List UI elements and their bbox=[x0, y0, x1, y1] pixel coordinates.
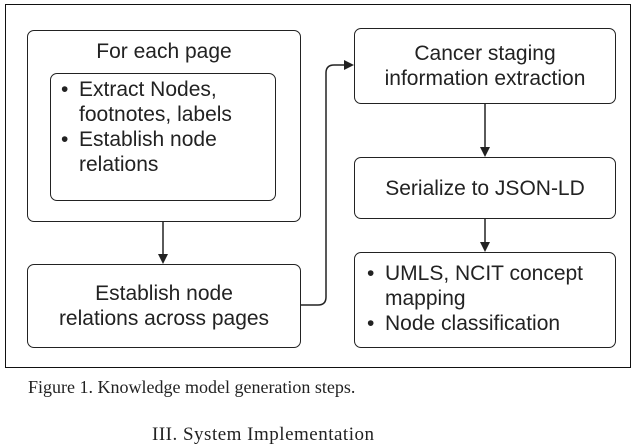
page-steps-list: Extract Nodes, footnotes, labels Establi… bbox=[61, 77, 265, 177]
serialize-label: Serialize to JSON-LD bbox=[385, 176, 585, 200]
page-steps-inner-box: Extract Nodes, footnotes, labels Establi… bbox=[50, 73, 276, 201]
cancer-staging-label: Cancer staging information extraction bbox=[384, 42, 586, 90]
page-step-item: Establish node relations bbox=[61, 127, 265, 177]
cancer-staging-box: Cancer staging information extraction bbox=[354, 28, 616, 104]
serialize-box: Serialize to JSON-LD bbox=[354, 157, 616, 219]
flow-arrows bbox=[158, 60, 490, 306]
concept-mapping-box: UMLS, NCIT concept mapping Node classifi… bbox=[354, 252, 616, 348]
mapping-steps-list: UMLS, NCIT concept mapping Node classifi… bbox=[367, 261, 605, 336]
section-heading: III. System Implementation bbox=[152, 424, 375, 445]
page-step-item: Extract Nodes, footnotes, labels bbox=[61, 77, 265, 127]
arrow-across-to-cancer bbox=[301, 60, 354, 306]
mapping-step-item: UMLS, NCIT concept mapping bbox=[367, 261, 605, 311]
figure-caption: Figure 1. Knowledge model generation ste… bbox=[28, 377, 356, 397]
diagram-frame bbox=[5, 4, 631, 368]
across-pages-label: Establish node relations across pages bbox=[58, 282, 270, 330]
for-each-page-box: For each page Extract Nodes, footnotes, … bbox=[27, 30, 301, 222]
mapping-step-item: Node classification bbox=[367, 311, 605, 336]
for-each-page-title: For each page bbox=[96, 40, 232, 63]
across-pages-box: Establish node relations across pages bbox=[27, 264, 301, 348]
